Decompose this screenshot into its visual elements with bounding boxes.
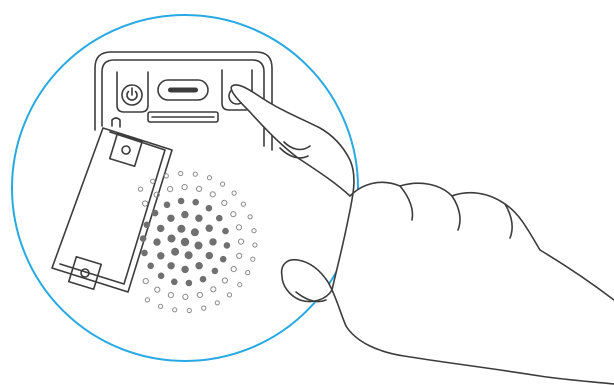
speaker-hole — [246, 271, 250, 275]
power-icon — [127, 88, 137, 100]
speaker-hole — [197, 292, 202, 297]
power-button — [117, 72, 148, 112]
hand-outline — [231, 85, 614, 384]
speaker-hole — [193, 172, 197, 176]
speaker-hole — [186, 280, 193, 287]
speaker-hole — [251, 257, 255, 261]
speaker-hole — [187, 308, 191, 312]
speaker-hole — [206, 205, 213, 212]
speaker-hole — [212, 268, 219, 275]
speaker-hole — [192, 199, 199, 206]
speaker-hole — [210, 192, 215, 197]
speaker-hole — [147, 263, 154, 270]
speaker-hole — [182, 185, 187, 190]
speaker-grille-icon — [138, 171, 257, 312]
speaker-hole — [164, 174, 168, 178]
speaker-hole — [221, 182, 225, 186]
speaker-hole — [181, 238, 189, 246]
speaker-hole — [195, 242, 203, 250]
speaker-hole — [209, 238, 216, 245]
speaker-hole — [171, 248, 179, 256]
speaker-hole — [168, 187, 173, 192]
speaker-hole — [179, 171, 183, 175]
speaker-hole — [195, 215, 202, 222]
speaker-hole — [171, 279, 178, 286]
speaker-hole — [202, 306, 206, 310]
speaker-hole — [185, 251, 193, 259]
speaker-hole — [183, 294, 188, 299]
speaker-hole — [231, 212, 236, 217]
speaker-hole — [224, 242, 231, 249]
speaker-hole — [155, 287, 160, 292]
speaker-hole — [167, 262, 174, 269]
speaker-hole — [253, 243, 257, 247]
speaker-hole — [252, 229, 256, 233]
speaker-hole — [241, 202, 245, 206]
speaker-hole — [177, 225, 185, 233]
hand-icon — [231, 85, 614, 384]
usb-c-port-icon — [158, 80, 208, 100]
speaker-hole — [164, 202, 171, 209]
speaker-hole — [238, 239, 243, 244]
speaker-hole — [152, 210, 159, 217]
speaker-hole — [178, 198, 185, 205]
speaker-hole — [157, 252, 164, 259]
speaker-hole — [227, 293, 231, 297]
speaker-hole — [173, 308, 177, 312]
card-slot-icon — [148, 112, 218, 122]
speaker-hole — [222, 200, 227, 205]
speaker-hole — [215, 301, 219, 305]
speaker-hole — [181, 266, 188, 273]
speaker-hole — [248, 215, 252, 219]
speaker-hole — [158, 304, 162, 308]
speaker-hole — [232, 191, 236, 195]
speaker-hole — [195, 262, 202, 269]
speaker-hole — [145, 298, 149, 302]
speaker-hole — [231, 267, 236, 272]
speaker-hole — [207, 176, 211, 180]
speaker-hole — [167, 215, 174, 222]
speaker-hole — [157, 225, 164, 232]
speaker-hole — [237, 253, 242, 258]
speaker-hole — [220, 256, 227, 263]
speaker-hole — [216, 215, 223, 222]
speaker-hole — [236, 225, 241, 230]
speaker-hole — [168, 235, 176, 243]
speaker-hole — [141, 250, 148, 257]
speaker-hole — [144, 222, 151, 229]
speaker-hole — [206, 225, 213, 232]
speaker-hole — [181, 211, 188, 218]
speaker-hole — [143, 279, 148, 284]
speaker-hole — [191, 228, 199, 236]
mounting-plate — [52, 118, 172, 292]
speaker-hole — [211, 287, 216, 292]
speaker-hole — [197, 186, 202, 191]
speaker-hole — [140, 235, 147, 242]
speaker-hole — [222, 228, 229, 235]
speaker-hole — [238, 283, 242, 287]
speaker-hole — [158, 273, 165, 280]
speaker-hole — [153, 238, 160, 245]
zoom-circle — [12, 15, 358, 361]
speaker-hole — [222, 278, 227, 283]
speaker-hole — [206, 252, 213, 259]
speaker-hole — [200, 276, 207, 283]
speaker-hole — [168, 293, 173, 298]
